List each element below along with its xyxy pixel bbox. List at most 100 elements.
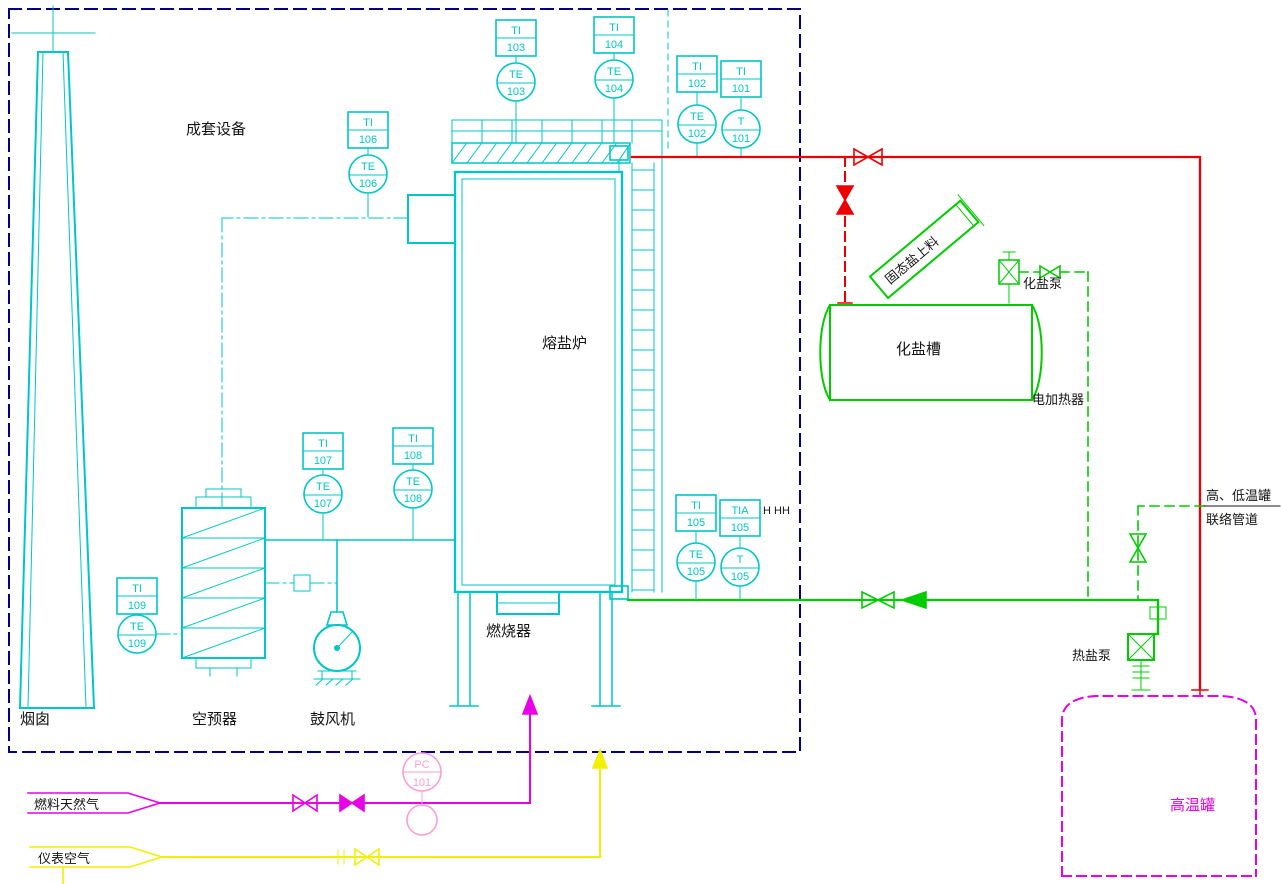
valve-melt-pump [1039, 264, 1061, 280]
air-preheater: 空预器 [181, 488, 266, 728]
svg-text:109: 109 [128, 600, 146, 612]
svg-text:TI: TI [363, 117, 373, 129]
instrument-ti106: TI 106 TE 106 [347, 111, 389, 218]
svg-text:TIA: TIA [731, 505, 749, 517]
svg-text:TI: TI [692, 61, 702, 73]
valve-hot-supply [853, 147, 883, 167]
instrument-ti103: TI 103 TE 103 [495, 19, 537, 144]
svg-text:TI: TI [408, 433, 418, 445]
svg-text:TE: TE [316, 481, 330, 493]
fuel-gas-line: 燃料天然气 [27, 693, 539, 814]
svg-text:101: 101 [413, 777, 431, 789]
salt-melt-tank: 化盐槽 电加热器 [819, 303, 1084, 407]
blower: 鼓风机 [310, 611, 361, 728]
instrument-ti101: TI 101 T 101 [720, 60, 762, 157]
svg-text:105: 105 [731, 571, 749, 583]
instrument-ti104: TI 104 TE 104 [593, 16, 635, 144]
label-salt-melt-tank: 化盐槽 [896, 341, 941, 358]
valve-link-line [1128, 533, 1148, 563]
label-fuel-gas: 燃料天然气 [34, 797, 99, 812]
svg-text:102: 102 [688, 78, 706, 90]
svg-text:T: T [737, 554, 744, 566]
control-valve-bubble [406, 804, 438, 836]
salt-return-line [626, 590, 1167, 636]
windbox-duct [407, 194, 456, 244]
instrument-ti102: TI 102 TE 102 [676, 55, 718, 157]
label-furnace: 熔盐炉 [542, 335, 587, 352]
svg-text:TI: TI [511, 25, 521, 37]
svg-text:108: 108 [404, 493, 422, 505]
svg-text:104: 104 [605, 39, 623, 51]
flow-arrow-fuel [521, 693, 539, 715]
instrument-ti107: TI 107 TE 107 [302, 432, 344, 540]
svg-text:TE: TE [130, 621, 144, 633]
svg-text:106: 106 [359, 178, 377, 190]
svg-text:TI: TI [691, 500, 701, 512]
valve-air [354, 847, 380, 867]
svg-text:103: 103 [507, 86, 525, 98]
svg-text:TE: TE [607, 66, 621, 78]
label-instrument-air: 仪表空气 [38, 851, 90, 866]
label-blower: 鼓风机 [310, 711, 355, 728]
svg-text:108: 108 [404, 450, 422, 462]
furnace-legs [449, 591, 621, 707]
solid-salt-feed-chute: 固态盐上料 [868, 194, 985, 300]
svg-text:TI: TI [609, 22, 619, 34]
instrument-air-line: 仪表空气 [29, 747, 609, 884]
label-high-temp-tank: 高温罐 [1170, 797, 1215, 814]
svg-text:TI: TI [736, 66, 746, 78]
flow-arrow-air [591, 747, 609, 769]
svg-text:TE: TE [690, 111, 704, 123]
svg-text:107: 107 [314, 498, 332, 510]
instrument-ti105b: TIA 105 T 105 H HH [719, 499, 790, 600]
svg-text:TI: TI [318, 438, 328, 450]
burner: 燃烧器 [486, 591, 560, 640]
tank-link-line: 高、低温罐 联络管道 [1128, 488, 1281, 601]
pc-controller: PC 101 [402, 752, 442, 836]
label-salt-melt-pump: 化盐泵 [1023, 276, 1062, 291]
high-temp-tank: 高温罐 [1061, 695, 1257, 877]
label-burner: 燃烧器 [486, 622, 531, 640]
instrument-ti108: TI 108 TE 108 [392, 427, 434, 540]
svg-text:103: 103 [507, 42, 525, 54]
instrument-ti105a: TI 105 TE 105 [675, 494, 717, 600]
svg-text:104: 104 [605, 83, 623, 95]
label-hot-salt-pump: 热盐泵 [1072, 648, 1111, 663]
svg-text:TE: TE [689, 549, 703, 561]
package-boundary [8, 8, 801, 753]
label-link-line2: 联络管道 [1206, 512, 1258, 527]
label-air-preheater: 空预器 [192, 711, 237, 728]
platform [451, 119, 663, 164]
alarm-flags: H HH [763, 505, 790, 517]
label-chimney: 烟囱 [20, 711, 50, 728]
ladder [631, 162, 663, 593]
svg-text:PC: PC [414, 759, 429, 771]
label-electric-heater: 电加热器 [1032, 392, 1084, 407]
svg-text:101: 101 [732, 133, 750, 145]
valve-tank-feed [835, 185, 855, 215]
svg-text:TI: TI [132, 583, 142, 595]
svg-text:106: 106 [359, 134, 377, 146]
svg-text:TE: TE [406, 476, 420, 488]
valve-return [861, 590, 895, 610]
valve-fuel-2 [339, 793, 365, 813]
svg-text:101: 101 [732, 83, 750, 95]
svg-text:109: 109 [128, 638, 146, 650]
svg-text:T: T [738, 116, 745, 128]
valve-fuel-1 [292, 793, 318, 813]
svg-text:107: 107 [314, 455, 332, 467]
hot-salt-supply-line [630, 147, 1209, 697]
salt-melt-pump: 化盐泵 [998, 251, 1089, 601]
svg-text:TE: TE [509, 69, 523, 81]
flow-arrow-return [899, 590, 927, 610]
hot-salt-pump: 热盐泵 [1072, 633, 1155, 691]
svg-text:TE: TE [361, 161, 375, 173]
furnace: 燃烧器 熔盐炉 [407, 9, 669, 707]
svg-text:105: 105 [687, 566, 705, 578]
svg-text:105: 105 [731, 522, 749, 534]
label-link-line1: 高、低温罐 [1206, 488, 1271, 503]
label-assembly: 成套设备 [186, 121, 246, 138]
return-inlet-nozzle [609, 585, 629, 600]
